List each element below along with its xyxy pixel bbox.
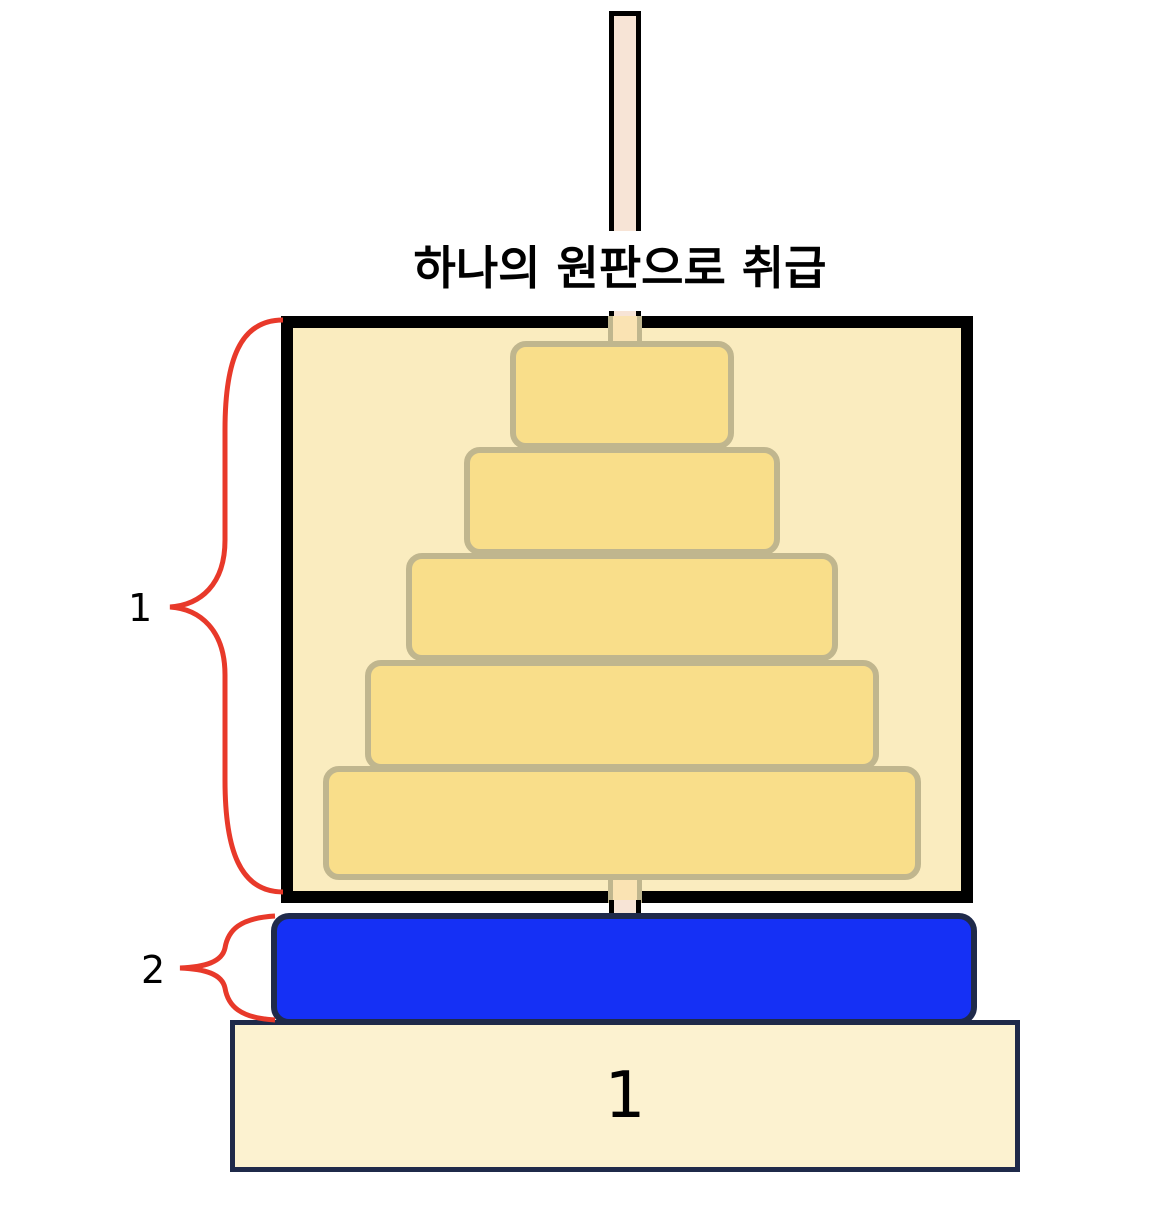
disk-3 [406,553,838,661]
base-label: 1 [604,1059,646,1133]
lower-brace-label: 2 [141,948,166,992]
peg-base: 1 [230,1020,1020,1172]
disk-5-largest [323,766,921,880]
upper-brace-icon [169,317,284,895]
disk-1-smallest [510,341,734,449]
disk-2 [464,447,780,555]
diagram-title: 하나의 원판으로 취급 [413,241,827,295]
peg-rod-top [609,11,641,231]
upper-brace-label: 1 [128,586,153,630]
lower-brace-icon [179,913,276,1023]
